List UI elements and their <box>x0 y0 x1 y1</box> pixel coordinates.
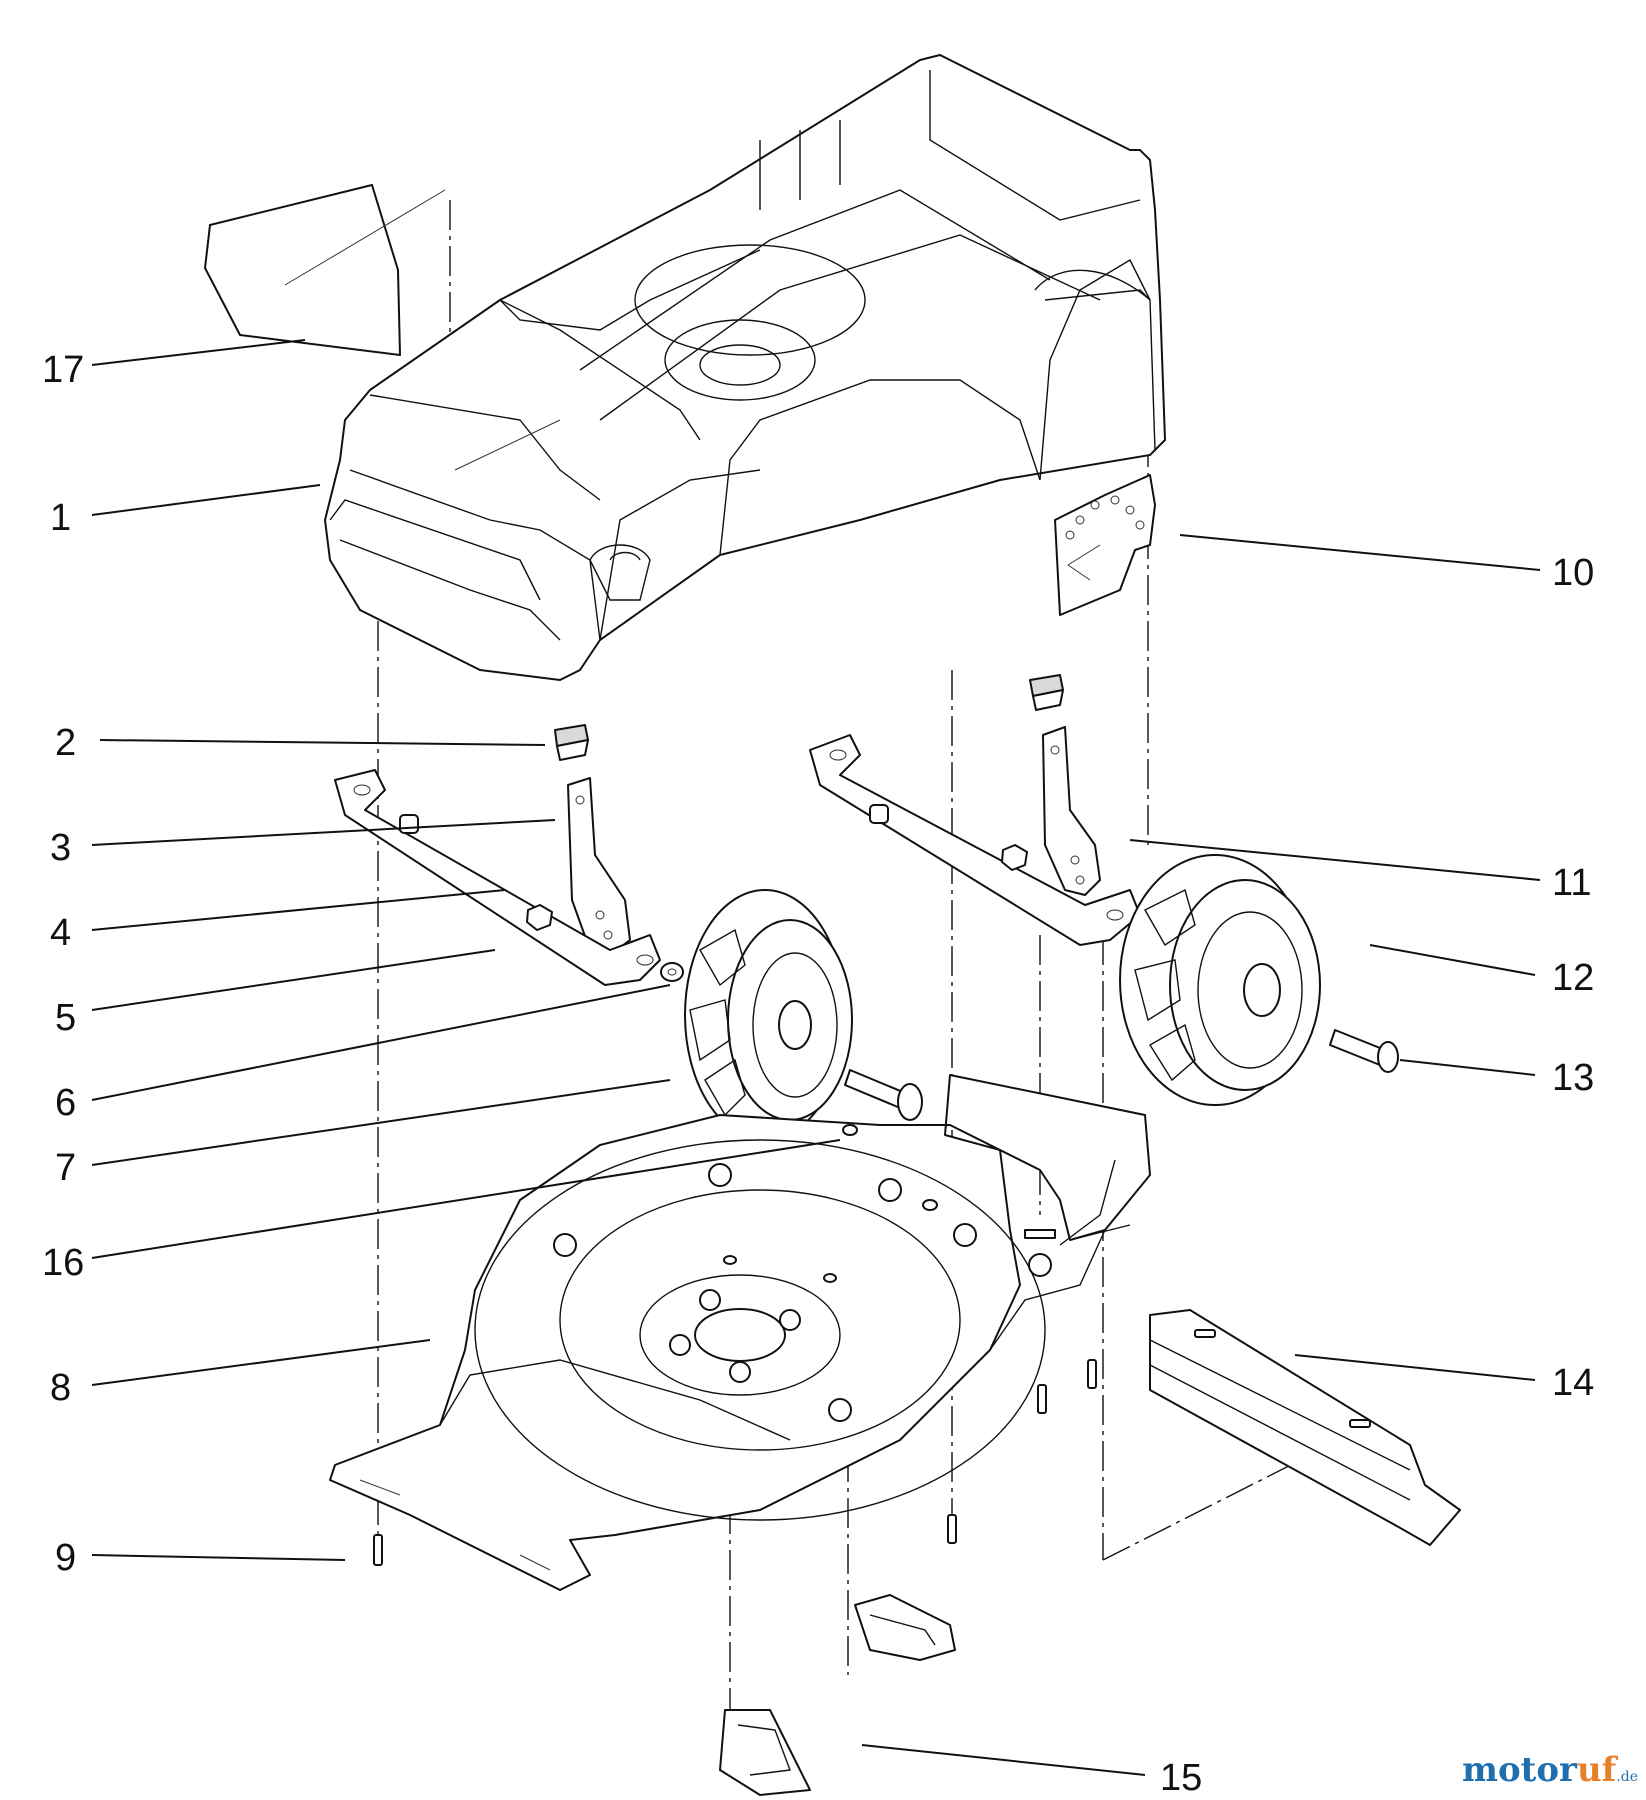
part-13-bolt-rear <box>1329 1029 1399 1073</box>
part-14-rear-flap <box>1149 1309 1461 1546</box>
part-7-wheel-front <box>684 889 853 1141</box>
callout-12: 12 <box>1552 957 1594 999</box>
watermark-logo: motoruf.de <box>1462 1750 1638 1790</box>
wheel-bolt-front <box>844 1069 923 1121</box>
part-17-decal <box>204 184 446 356</box>
watermark-main: motor <box>1461 1750 1577 1790</box>
axle-right <box>809 734 1141 946</box>
part-9-bolts <box>373 1359 1097 1566</box>
part-6-washer <box>660 962 684 982</box>
part-10-height-plate <box>1054 474 1156 616</box>
callout-13: 13 <box>1552 1057 1594 1099</box>
part-1-housing <box>324 54 1166 681</box>
part-12-wheel-rear <box>1119 854 1321 1106</box>
part-3-bracket-left <box>567 777 631 956</box>
callout-4: 4 <box>50 912 71 954</box>
callout-1: 1 <box>50 497 71 539</box>
callout-leaders <box>91 339 1541 1776</box>
part-2-clip-right <box>1029 674 1064 711</box>
callout-15: 15 <box>1160 1757 1202 1799</box>
part-8-deck <box>329 1074 1151 1591</box>
callout-7: 7 <box>55 1147 76 1189</box>
callout-11: 11 <box>1552 862 1591 904</box>
callout-14: 14 <box>1552 1362 1594 1404</box>
part-16-screws <box>723 1124 938 1283</box>
callout-6: 6 <box>55 1082 76 1124</box>
callout-8: 8 <box>50 1367 71 1409</box>
part-11-bracket-right <box>1042 726 1101 896</box>
watermark-accent: uf <box>1576 1750 1617 1790</box>
callout-numbers: 17 1 2 3 4 5 6 7 16 8 9 10 11 12 13 14 1… <box>42 349 1594 1799</box>
watermark-suffix: .de <box>1616 1769 1638 1785</box>
callout-5: 5 <box>55 997 76 1039</box>
part-2-clip <box>554 724 589 761</box>
callout-2: 2 <box>55 722 76 764</box>
callout-10: 10 <box>1552 552 1594 594</box>
part-4-nut-left <box>526 904 553 931</box>
callout-9: 9 <box>55 1537 76 1579</box>
part-5-axle-left <box>334 769 661 986</box>
part-15-plug <box>719 1594 956 1796</box>
callout-16: 16 <box>42 1242 84 1284</box>
callout-3: 3 <box>50 827 71 869</box>
callout-17: 17 <box>42 349 84 391</box>
